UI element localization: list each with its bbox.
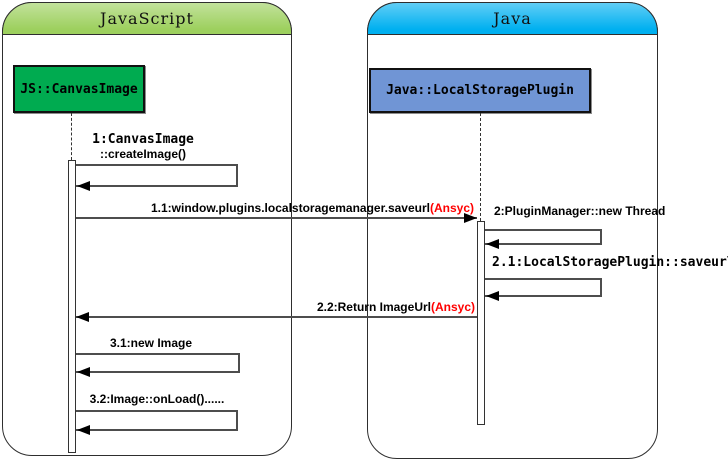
message-3-2-line-right <box>236 410 238 431</box>
object-canvas-image: JS::CanvasImage <box>13 65 145 113</box>
message-3-2-self-arrow <box>76 410 238 435</box>
message-1-line-right <box>236 164 238 187</box>
message-2-2-line <box>76 316 477 318</box>
message-3-1-arrowhead-icon <box>77 367 90 377</box>
message-3-1-text: 3.1:new Image <box>109 336 193 350</box>
message-3-1-label: 3.1:new Image <box>76 336 226 350</box>
message-2-1-line-bottom <box>485 295 602 297</box>
message-2-1-label: 2.1:LocalStoragePlugin::saveurl <box>492 255 728 270</box>
message-2-2-arrow <box>76 312 477 322</box>
message-2-line-top <box>485 229 602 231</box>
message-2-line-bottom <box>485 243 602 245</box>
message-1-label: 1:CanvasImage ::createImage() <box>83 132 203 162</box>
message-2-1-line-top <box>485 278 602 280</box>
lifeline-local-storage-plugin <box>480 113 481 221</box>
message-2-1-self-arrow <box>485 278 602 301</box>
message-2-1-arrowhead-icon <box>486 291 499 301</box>
message-1-1-arrowhead-icon <box>464 213 477 223</box>
message-1-label-line2: ::createImage() <box>99 147 187 161</box>
message-2-2-async-suffix: (Ansyc) <box>430 300 475 314</box>
message-3-2-arrowhead-icon <box>77 425 90 435</box>
object-canvas-image-label: JS::CanvasImage <box>20 81 138 97</box>
message-2-self-arrow <box>485 229 602 249</box>
object-local-storage-plugin: Java::LocalStoragePlugin <box>369 68 591 113</box>
lifeline-canvas-image <box>71 113 72 160</box>
message-2-arrowhead-icon <box>486 239 499 249</box>
frame-java-header: Java <box>367 2 658 35</box>
message-1-1-text: 1.1:window.plugins.localstoragemanager.s… <box>151 201 430 215</box>
message-1-self-arrow <box>76 164 238 191</box>
message-3-1-line-bottom <box>76 371 240 373</box>
message-1-1-line <box>76 217 477 219</box>
message-3-2-label: 3.2:Image::onLoad()...... <box>76 392 238 406</box>
message-2-2-text: 2.2:Return ImageUrl <box>316 300 431 314</box>
message-2-2-arrowhead-icon <box>76 312 89 322</box>
message-2-2-label: 2.2:Return ImageUrl(Ansyc) <box>76 300 475 314</box>
message-2-1-line-right <box>600 278 602 297</box>
activation-canvas-image <box>68 160 76 453</box>
message-1-arrowhead-icon <box>77 181 90 191</box>
frame-javascript-title: JavaScript <box>100 9 194 28</box>
message-1-line-bottom <box>76 185 238 187</box>
message-3-1-self-arrow <box>76 353 240 377</box>
message-3-1-line-right <box>238 353 240 373</box>
message-1-1-async-suffix: (Ansyc) <box>429 201 474 215</box>
message-1-line-top <box>76 164 238 166</box>
message-1-label-line1: 1:CanvasImage <box>92 132 194 147</box>
message-3-1-line-top <box>76 353 240 355</box>
object-local-storage-plugin-label: Java::LocalStoragePlugin <box>386 83 574 98</box>
frame-javascript-header: JavaScript <box>2 2 292 35</box>
message-2-text: 2:PluginManager::new Thread <box>494 204 666 218</box>
frame-javascript: JavaScript <box>2 2 292 456</box>
activation-local-storage-plugin <box>477 221 485 425</box>
message-3-2-text: 3.2:Image::onLoad()...... <box>89 392 225 406</box>
message-2-1-text: 2.1:LocalStoragePlugin::saveurl <box>492 255 728 270</box>
message-1-1-label: 1.1:window.plugins.localstoragemanager.s… <box>76 201 474 215</box>
message-2-label: 2:PluginManager::new Thread <box>494 204 665 218</box>
message-3-2-line-bottom <box>76 429 238 431</box>
message-3-2-line-top <box>76 410 238 412</box>
frame-java-title: Java <box>493 9 532 28</box>
message-2-line-right <box>600 229 602 245</box>
message-1-1-arrow <box>76 213 477 223</box>
